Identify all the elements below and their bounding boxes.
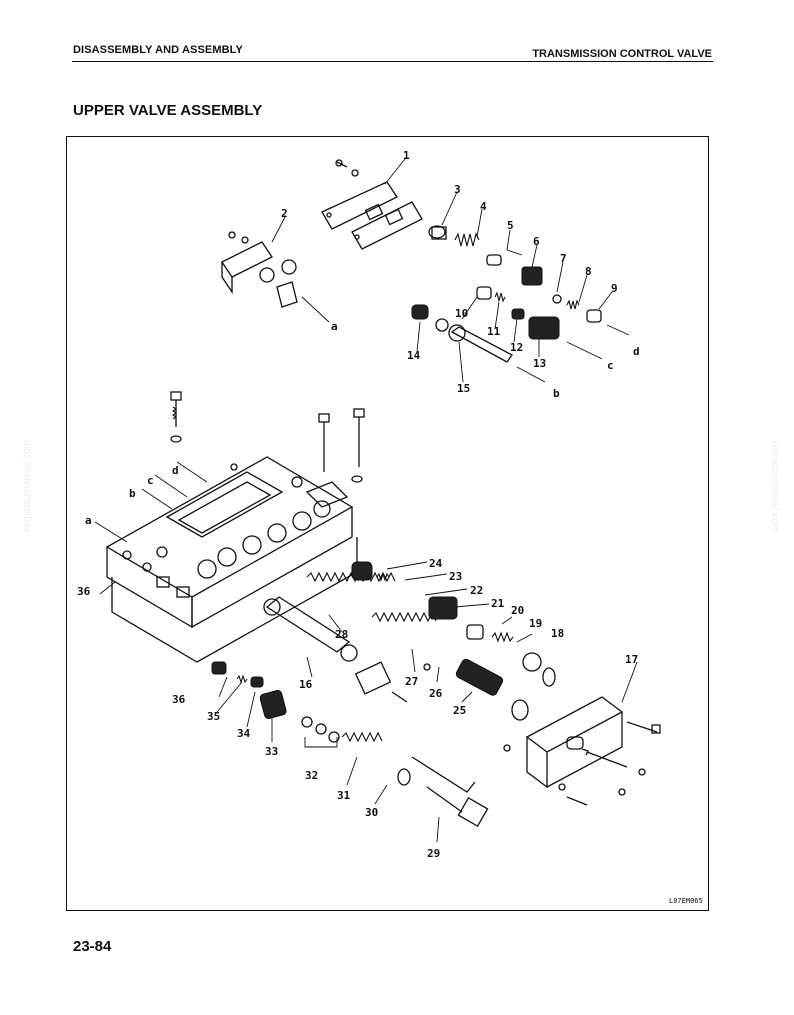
flow-marker-a-body: a [85,514,92,527]
callout-9: 9 [611,282,618,295]
callout-15: 15 [457,382,470,395]
callout-13: 13 [533,357,546,370]
callout-16: 16 [299,678,313,691]
callout-25: 25 [453,704,466,717]
watermark-left: komatsumanual.com [22,440,33,533]
page-number: 23-84 [73,938,112,955]
flow-marker-b-body: b [129,487,136,500]
cover-plate-1 [321,159,423,250]
spool-chain-lower [411,286,603,383]
callout-6: 6 [533,235,540,248]
callout-27: 27 [405,675,418,688]
callout-17: 17 [625,653,638,666]
flow-marker-d-top: d [633,345,640,358]
callout-24: 24 [429,557,443,570]
figure-code: L07EM065 [669,897,703,905]
mounting-bolts [170,391,365,483]
callout-35: 35 [207,710,220,723]
callout-36-upper: 36 [77,585,91,598]
inner-spools [211,561,556,828]
header-section-right: TRANSMISSION CONTROL VALVE [532,48,712,60]
callout-20: 20 [511,604,524,617]
callout-14: 14 [407,349,421,362]
callout-34: 34 [237,727,251,740]
callout-29: 29 [427,847,440,860]
flow-marker-c-body: c [147,474,154,487]
callout-12: 12 [510,341,523,354]
callout-21: 21 [491,597,505,610]
header-section-left: DISASSEMBLY AND ASSEMBLY [73,44,243,56]
flow-marker-a-top: a [331,320,338,333]
exploded-diagram: 1 2 3 4 5 6 7 8 9 10 11 12 13 14 15 16 1… [77,149,703,905]
callout-28: 28 [335,628,348,641]
exploded-diagram-frame: 1 2 3 4 5 6 7 8 9 10 11 12 13 14 15 16 1… [66,136,709,911]
callout-31: 31 [337,789,351,802]
callout-19: 19 [529,617,542,630]
callout-30: 30 [365,806,378,819]
callout-8: 8 [585,265,592,278]
callout-4: 4 [480,200,487,213]
leader-lines [94,158,638,843]
callout-3: 3 [454,183,461,196]
callout-26: 26 [429,687,443,700]
callout-32: 32 [305,769,318,782]
section-title: UPPER VALVE ASSEMBLY [73,102,263,119]
callout-10: 10 [455,307,468,320]
callout-2: 2 [281,207,288,220]
callout-18: 18 [551,627,564,640]
callout-11: 11 [487,325,501,338]
callout-36-lower: 36 [172,693,186,706]
callout-7: 7 [560,252,567,265]
flow-marker-c-top: c [607,359,614,372]
watermark-right: komatsumanual.com [769,440,780,533]
callout-23: 23 [449,570,462,583]
end-cover-2 [221,231,330,323]
flow-marker-b-top: b [553,387,560,400]
callout-5: 5 [507,219,514,232]
callout-33: 33 [265,745,278,758]
callout-22: 22 [470,584,483,597]
header-rule [72,61,713,62]
spool-chain-upper [428,225,630,336]
flow-marker-d-body: d [172,464,179,477]
side-cover-17 [503,696,661,806]
callout-1: 1 [403,149,410,162]
valve-body [105,456,358,663]
